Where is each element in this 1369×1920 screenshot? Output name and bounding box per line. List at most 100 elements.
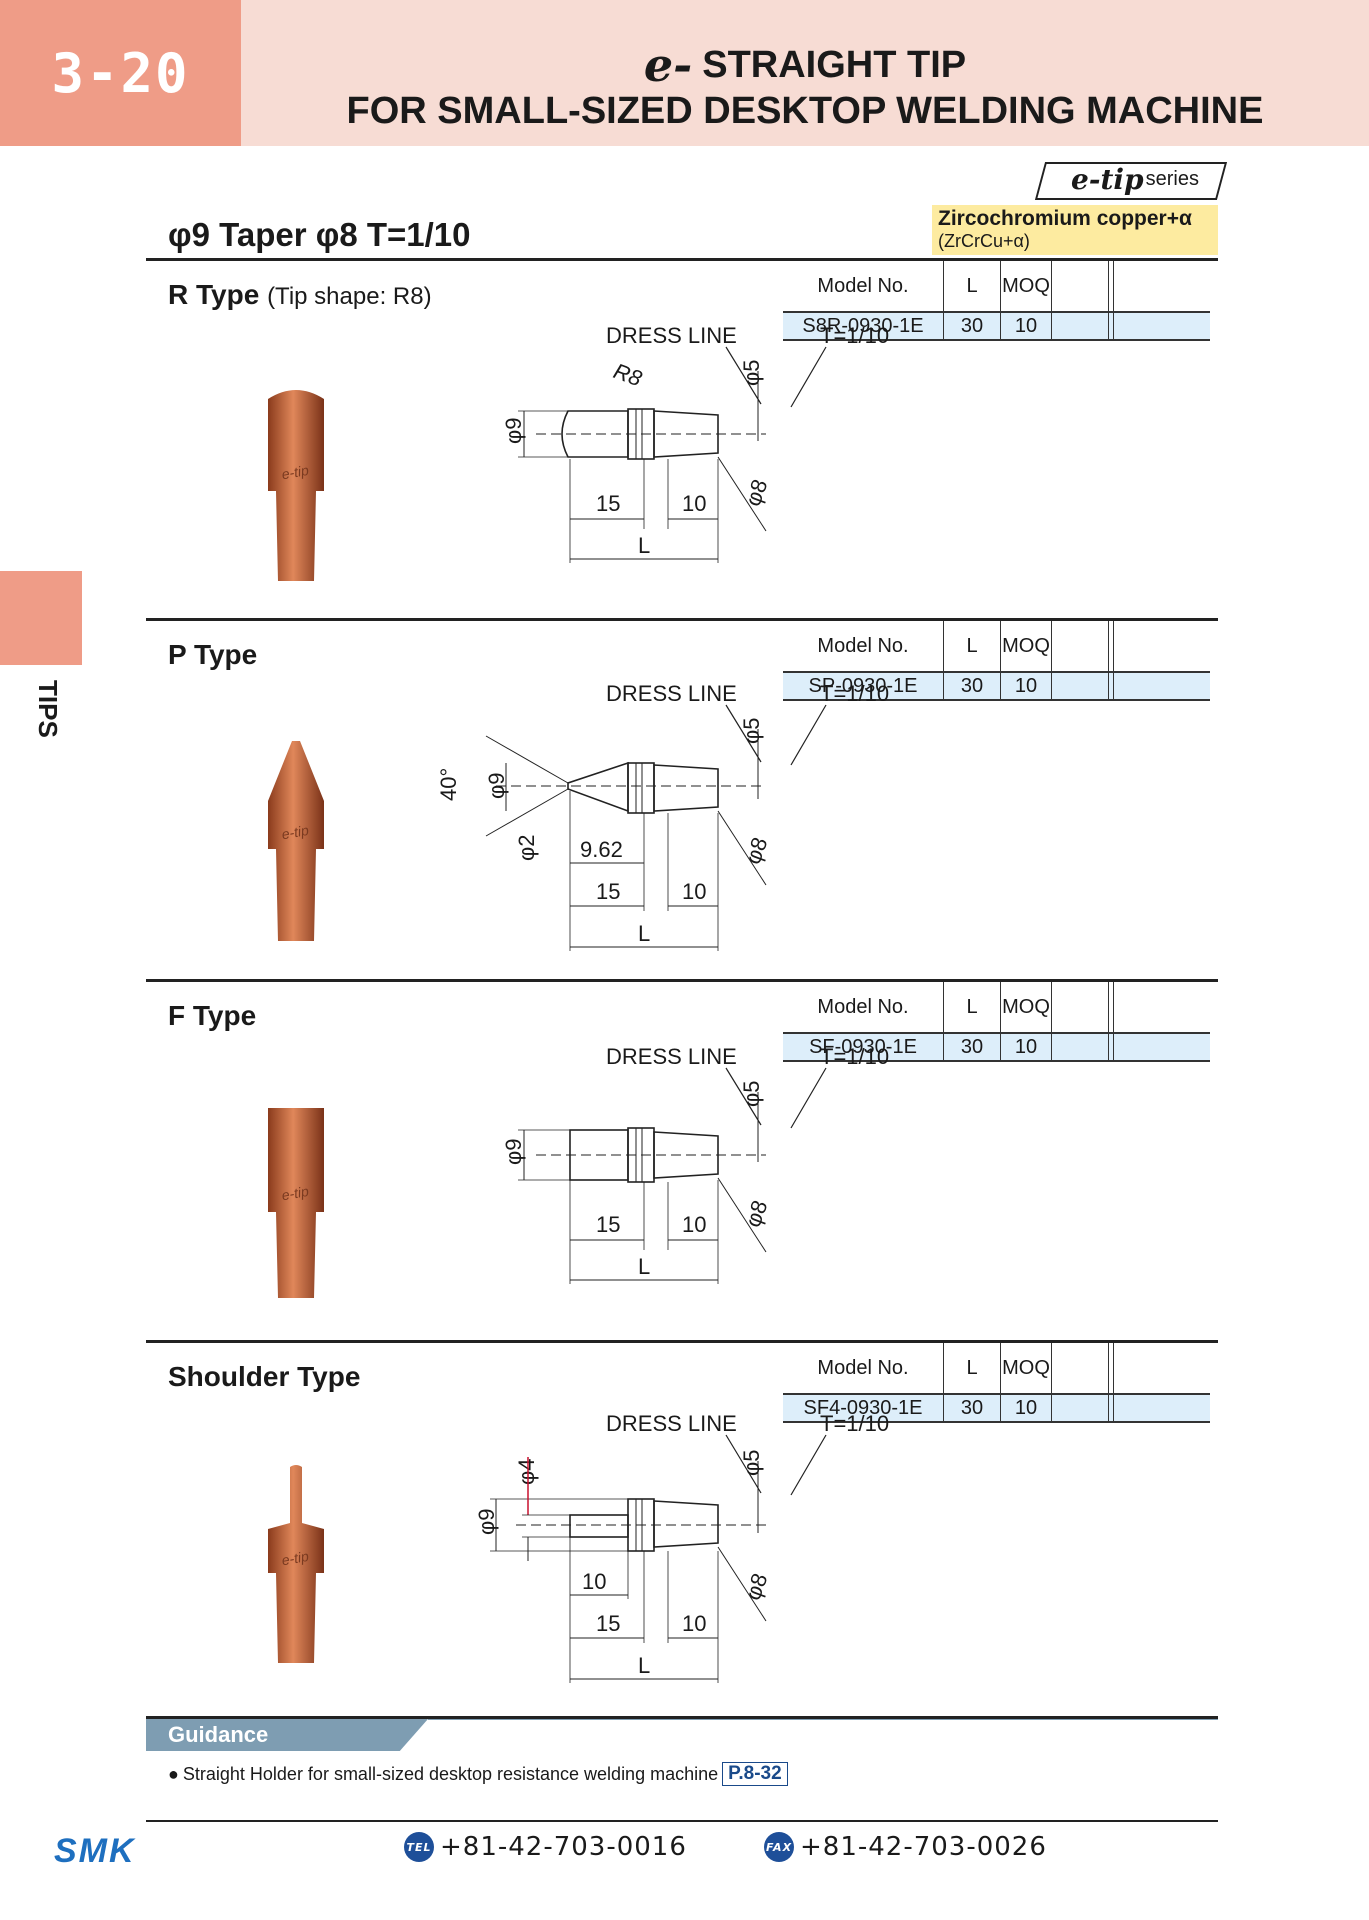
label-taper: T=1/10 [820,1411,889,1436]
length-value: 30 [943,1394,1001,1423]
col-model: Model No. [783,261,944,313]
model-number: SF-0930-1E [783,1033,944,1062]
material-box: Zircochromium copper+α (ZrCrCu+α) [932,205,1218,255]
section-rule [146,1340,1218,1343]
length-value: 30 [943,672,1001,701]
material-formula: (ZrCrCu+α) [938,231,1030,251]
drawing-shoulder: DRESS LINE T=1/10 φ9 φ4 φ5 φ8 10 15 10 [474,1411,889,1683]
model-number: S8R-0930-1E [783,312,944,341]
label-phi5: φ5 [739,359,764,386]
label-dress-line: DRESS LINE [606,323,737,348]
page-reference-link[interactable]: P.8-32 [722,1762,788,1786]
label-dimL: L [638,1254,650,1279]
section-name: F Type [168,1000,257,1031]
section-name: P Type [168,639,258,670]
section-name: Shoulder Type [168,1361,361,1392]
label-phi8: φ8 [740,1570,773,1603]
label-phi9: φ9 [484,772,509,799]
col-l: L [943,261,1001,313]
fax-number: +81-42-703-0026 [800,1832,1047,1862]
page-title: e-STRAIGHT TIP FOR SMALL-SIZED DESKTOP W… [241,42,1369,134]
label-dress-line: DRESS LINE [606,1044,737,1069]
model-number: SF4-0930-1E [783,1394,944,1423]
moq-value: 10 [1000,1394,1052,1423]
guidance-rule [146,1716,1218,1719]
tip-photo-shoulder: e-tip [268,1465,324,1663]
col-l: L [943,1343,1001,1395]
label-dim962: 9.62 [580,837,623,862]
length-value: 30 [943,1033,1001,1062]
label-taper: T=1/10 [820,1044,889,1069]
bullet-icon: ● [168,1763,179,1784]
label-dimL: L [638,533,650,558]
label-taper: T=1/10 [820,323,889,348]
label-phi5: φ5 [739,1449,764,1476]
label-dress-line: DRESS LINE [606,681,737,706]
drawing-f: DRESS LINE T=1/10 φ9 φ5 φ8 15 10 L [501,1044,889,1284]
guidance-line [428,1719,1218,1720]
length-value: 30 [943,312,1001,341]
label-dimL: L [638,1653,650,1678]
tip-photo-f: e-tip [268,1108,324,1298]
label-r8: R8 [610,358,646,391]
drawing-p: DRESS LINE T=1/10 40° φ9 φ2 φ5 φ8 9.62 1… [436,681,889,951]
col-model: Model No. [783,621,944,673]
label-phi4: φ4 [514,1458,539,1485]
svg-text:e-tip: e-tip [280,1183,310,1204]
page-number: 3-20 [51,41,190,105]
drawing-r: DRESS LINE T=1/10 R8 φ9 φ5 φ8 15 10 L [501,323,889,563]
label-dim15: 15 [596,1212,620,1237]
label-phi5: φ5 [739,1080,764,1107]
guidance-heading: Guidance [146,1719,428,1751]
section-title: F Type [168,1000,256,1032]
model-number: SP-0930-1E [783,672,944,701]
tip-photo-r: e-tip [268,390,324,581]
label-dress-line: DRESS LINE [606,1411,737,1436]
col-l: L [943,621,1001,673]
section-rule [146,618,1218,621]
section-title: R Type (Tip shape: R8) [168,279,432,311]
label-dim10: 10 [682,1611,706,1636]
section-subtitle: (Tip shape: R8) [267,283,432,310]
label-dim10-shoulder: 10 [582,1569,606,1594]
label-phi5: φ5 [739,717,764,744]
label-dim10: 10 [682,1212,706,1237]
section-title: P Type [168,639,257,671]
svg-text:e-tip: e-tip [280,1548,310,1569]
title-line1: STRAIGHT TIP [702,44,967,86]
label-phi9: φ9 [501,1138,526,1165]
label-phi2: φ2 [514,834,539,861]
series-suffix: series [1145,167,1199,190]
material-name: Zircochromium copper+α [938,207,1192,230]
section-rule [146,979,1218,982]
title-line2: FOR SMALL-SIZED DESKTOP WELDING MACHINE [346,90,1264,132]
svg-text:e-tip: e-tip [280,822,310,843]
moq-value: 10 [1000,672,1052,701]
col-moq: MOQ [1000,1343,1052,1395]
label-phi9: φ9 [474,1508,499,1535]
label-taper: T=1/10 [820,681,889,706]
guidance-text: Straight Holder for small-sized desktop … [182,1763,719,1784]
tel-icon: TEL [404,1832,434,1862]
moq-value: 10 [1000,1033,1052,1062]
col-l: L [943,982,1001,1034]
label-dim15: 15 [596,1611,620,1636]
moq-value: 10 [1000,312,1052,341]
svg-text:e-tip: e-tip [280,462,310,483]
e-mark: e- [643,38,693,92]
tel-contact: TEL +81-42-703-0016 [404,1832,687,1862]
col-moq: MOQ [1000,621,1052,673]
fax-icon: FAX [764,1832,794,1862]
page-number-box [0,0,241,146]
tip-photo-p: e-tip [268,741,324,941]
section-name: R Type [168,279,260,310]
label-phi9: φ9 [501,417,526,444]
main-title: φ9 Taper φ8 T=1/10 [168,216,471,253]
